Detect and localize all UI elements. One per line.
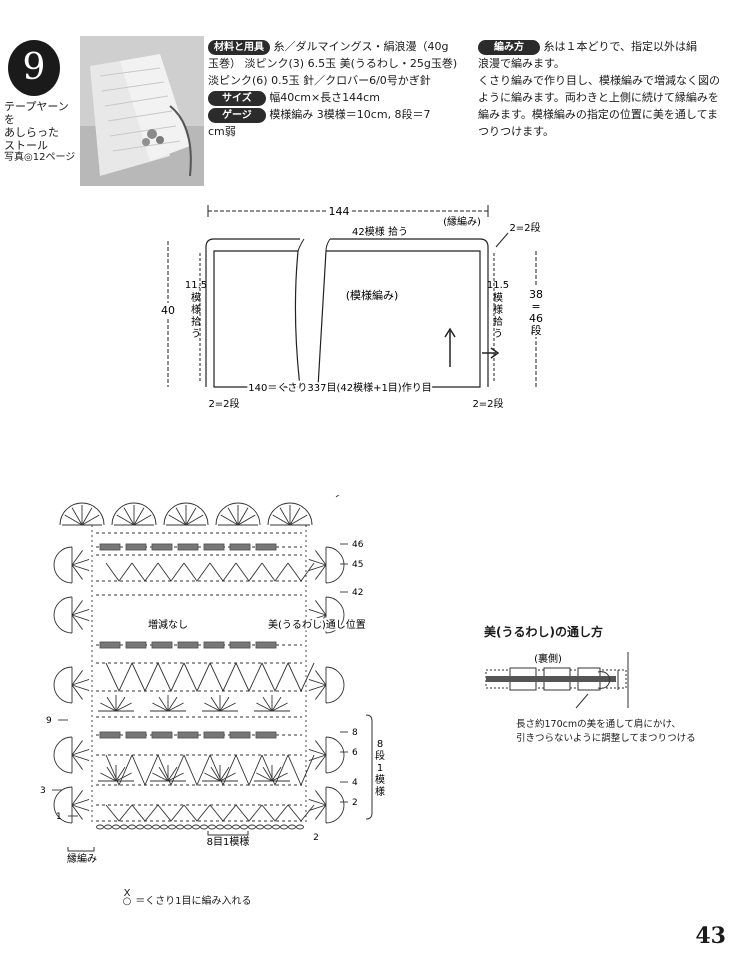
svg-text:模: 模	[191, 292, 201, 304]
svg-text:う: う	[191, 328, 201, 340]
svg-text:4: 4	[352, 778, 358, 788]
svg-text:8: 8	[352, 728, 358, 738]
svg-text:模: 模	[493, 292, 503, 304]
repeat-bottom: 8目1模様	[207, 835, 250, 848]
width-total: 144	[329, 205, 350, 218]
svg-text:拾: 拾	[191, 315, 201, 328]
svg-text:拾: 拾	[493, 315, 503, 328]
materials-line-2: 玉巻） 淡ピンク(3) 6.5玉 美(うるわし・25g玉巻)	[208, 57, 458, 70]
size-value: 幅40cm×長さ144cm	[269, 91, 380, 104]
edge-rows-top: 2=2段	[509, 221, 540, 234]
materials-line-1: 糸／ダルマイングス・絹浪漫（40g	[273, 40, 449, 53]
method-line-5: 編みます。模様編みの指定の位置に美を通してま	[478, 108, 719, 121]
schematic-diagram: 144 42模様 拾う (縁編み) 2=2段 40 11.5 模 様 拾 う 1…	[160, 204, 546, 410]
pattern-number: 9	[8, 40, 60, 96]
height-total: 40	[161, 304, 175, 317]
stitch-chart: 46 45 42 8 6 4 2 9 3 1 増減なし 美(うるわし)通し位置 …	[40, 495, 385, 865]
center-label: (模様編み)	[346, 288, 399, 302]
ribbon-note-1: 長さ約170cmの美を通して肩にかけ、	[516, 719, 681, 730]
right-pickup: 11.5 模 様 拾 う	[487, 280, 509, 340]
row-labels-right: 46 45 42 8 6 4 2	[352, 540, 364, 808]
left-pickup: 11.5 模 様 拾 う	[185, 280, 207, 340]
repeat-vertical: 8 段 1 模 様	[375, 739, 385, 798]
svg-text:42: 42	[352, 588, 363, 598]
svg-text:11.5: 11.5	[185, 280, 207, 291]
svg-text:段: 段	[531, 323, 542, 337]
tag-gauge: ゲージ	[208, 108, 266, 123]
svg-text:模: 模	[375, 774, 385, 786]
gauge-line-1: 模様編み 3模様＝10cm, 8段＝7	[269, 108, 431, 121]
svg-text:8: 8	[377, 739, 383, 750]
method-block: 編み方 糸は１本どりで、指定以外は絹 浪漫で編みます。 くさり編みで作り目し、模…	[478, 38, 740, 140]
method-line-2: 浪漫で編みます。	[478, 57, 565, 70]
edge-rows-bottom-left: 2=2段	[208, 397, 239, 410]
stole-photo	[80, 36, 204, 186]
svg-text:46: 46	[352, 540, 364, 550]
back-side-label: (裏側)	[534, 652, 562, 665]
svg-text:1: 1	[56, 812, 62, 822]
ribbon-diagram: (裏側)	[485, 652, 629, 709]
right-height: 38 = 46 段	[529, 288, 543, 337]
method-line-1: 糸は１本どりで、指定以外は絹	[543, 40, 698, 53]
title-line-3: ストール	[4, 139, 48, 152]
svg-text:う: う	[493, 328, 503, 340]
svg-text:様: 様	[375, 785, 385, 798]
svg-text:3: 3	[40, 786, 46, 796]
title-line-1: テープヤーンを	[4, 100, 69, 126]
row-labels-left: 9 3 1	[40, 716, 62, 822]
row-2-bottom: 2	[313, 833, 319, 843]
edging-label: (縁編み)	[443, 215, 481, 228]
svg-text:11.5: 11.5	[487, 280, 509, 291]
pattern-title: テープヤーンを あしらった ストール	[4, 100, 78, 152]
photo-reference: 写真◎12ページ	[4, 152, 76, 163]
edging-label-chart: 縁編み	[67, 852, 97, 865]
ribbon-title: 美(うるわし)の通し方	[484, 625, 603, 639]
method-line-3: くさり編みで作り目し、模様編みで増減なく図の	[478, 74, 720, 87]
legend-text: ＝くさり1目に編み入れる	[135, 896, 252, 907]
svg-text:1: 1	[377, 763, 383, 774]
tag-size: サイズ	[208, 91, 266, 106]
page-number: 43	[695, 923, 726, 949]
svg-text:段: 段	[375, 749, 385, 762]
svg-text:9: 9	[46, 716, 52, 726]
svg-text:38: 38	[529, 288, 543, 301]
svg-text:2: 2	[352, 798, 358, 808]
materials-block: 材料と用具 糸／ダルマイングス・絹浪漫（40g 玉巻） 淡ピンク(3) 6.5玉…	[208, 38, 470, 140]
svg-text:様: 様	[493, 303, 503, 316]
legend: X○ ＝くさり1目に編み入れる	[122, 888, 252, 908]
svg-text:6: 6	[352, 748, 358, 758]
top-pickup: 42模様 拾う	[352, 225, 408, 238]
materials-line-3: 淡ピンク(6) 0.5玉 針／クロバー6/0号かぎ針	[208, 74, 431, 87]
ribbon-note: 長さ約170cmの美を通して肩にかけ、 引きつらないように調整してまつりつける	[516, 718, 696, 746]
ribbon-position-label: 美(うるわし)通し位置	[268, 618, 366, 631]
method-line-6: つりつけます。	[478, 125, 555, 138]
tag-materials: 材料と用具	[208, 40, 270, 55]
tag-method: 編み方	[478, 40, 540, 55]
bottom-chain: 140＝くさり337目(42模様+1目)作り目	[248, 381, 431, 394]
legend-symbol: X○	[122, 888, 132, 907]
ribbon-note-2: 引きつらないように調整してまつりつける	[516, 733, 696, 744]
svg-text:様: 様	[191, 303, 201, 316]
svg-text:=: =	[531, 300, 540, 313]
svg-text:45: 45	[352, 560, 363, 570]
method-line-4: ように編みます。両わきと上側に続けて縁編みを	[478, 91, 719, 104]
edge-rows-bottom-right: 2=2段	[472, 397, 503, 410]
svg-text:46: 46	[529, 312, 543, 325]
no-change-label: 増減なし	[148, 618, 188, 631]
title-line-2: あしらった	[4, 126, 59, 139]
gauge-line-2: cm弱	[208, 125, 236, 138]
